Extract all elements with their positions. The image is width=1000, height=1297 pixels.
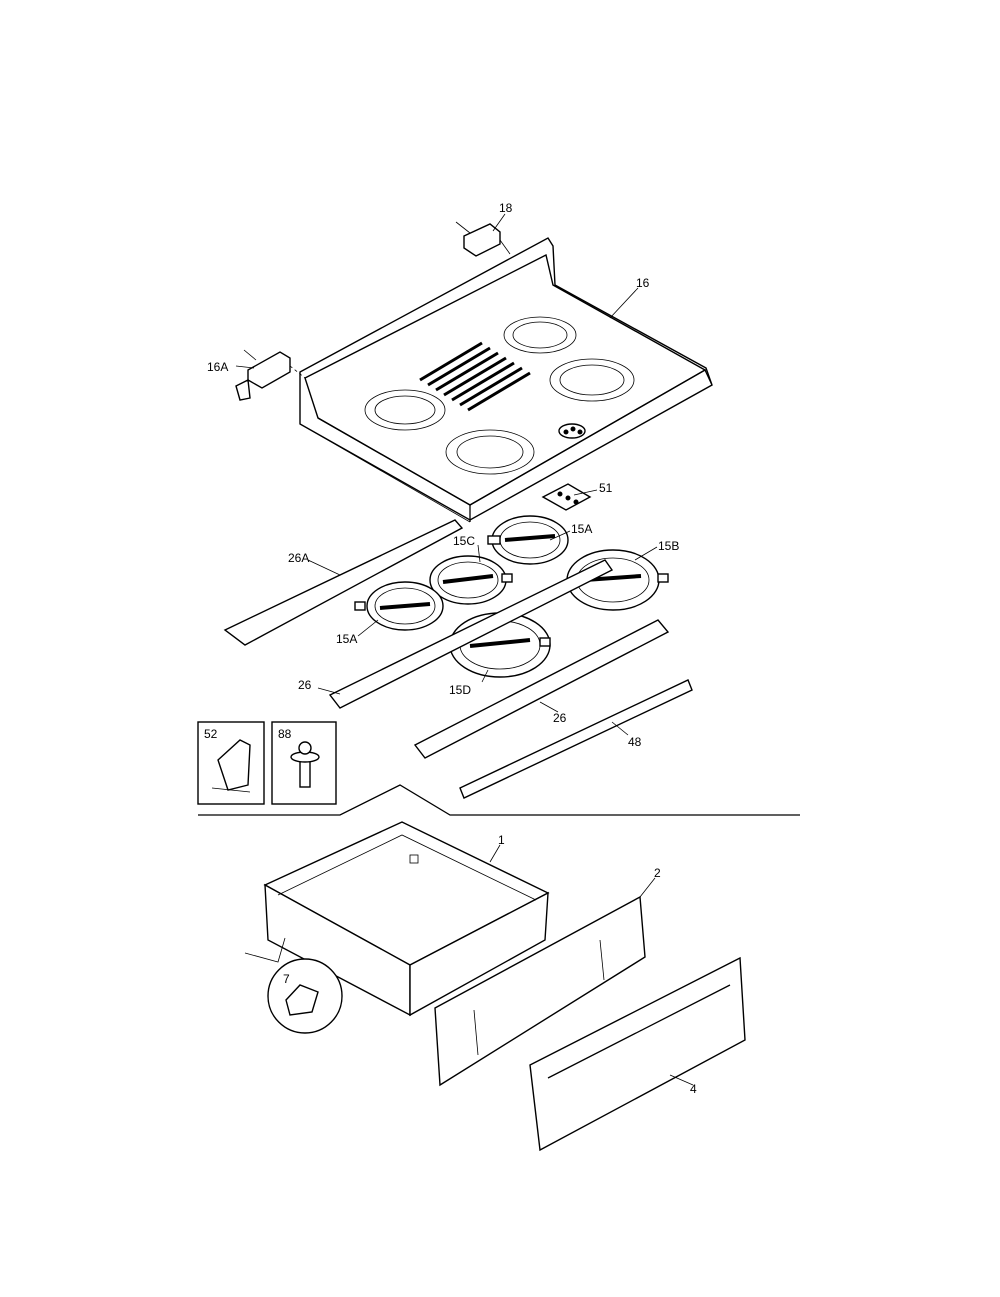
callout-52: 52 bbox=[204, 727, 218, 741]
support-26-left bbox=[328, 559, 614, 709]
callout-15d: 15D bbox=[449, 683, 471, 697]
callout-2: 2 bbox=[654, 866, 661, 880]
drawer-front-2 bbox=[434, 895, 646, 1087]
inset-52 bbox=[197, 721, 265, 805]
callout-15a-left: 15A bbox=[336, 632, 357, 646]
callout-15a-top: 15A bbox=[571, 522, 592, 536]
callout-15c: 15C bbox=[453, 534, 475, 548]
callout-26a: 26A bbox=[288, 551, 309, 565]
trim-48 bbox=[459, 679, 693, 799]
callout-26-left: 26 bbox=[298, 678, 312, 692]
callout-15b: 15B bbox=[658, 539, 679, 553]
surface-element-15a-left bbox=[354, 581, 444, 631]
drawer-1 bbox=[263, 821, 550, 1017]
callout-7: 7 bbox=[283, 972, 290, 986]
callout-51: 51 bbox=[599, 481, 613, 495]
surface-element-15c bbox=[429, 555, 513, 605]
callout-18: 18 bbox=[499, 201, 513, 215]
callout-16a: 16A bbox=[207, 360, 228, 374]
inset-88 bbox=[271, 721, 337, 805]
callout-1: 1 bbox=[498, 833, 505, 847]
bracket-18 bbox=[455, 221, 511, 257]
callout-16: 16 bbox=[636, 276, 650, 290]
callout-48: 48 bbox=[628, 735, 642, 749]
callout-26-right: 26 bbox=[553, 711, 567, 725]
control-board-51 bbox=[541, 483, 592, 511]
drawer-panel-4 bbox=[529, 956, 746, 1152]
callout-4: 4 bbox=[690, 1082, 697, 1096]
callout-88: 88 bbox=[278, 727, 292, 741]
surface-element-15a-top bbox=[487, 515, 569, 565]
section-divider bbox=[198, 784, 800, 816]
leader-lines bbox=[235, 213, 694, 1086]
cooktop-main-top bbox=[299, 237, 713, 523]
bracket-16a bbox=[235, 349, 306, 401]
inset-7 bbox=[244, 937, 343, 1034]
support-26-right bbox=[413, 619, 670, 759]
support-26a bbox=[223, 519, 464, 646]
